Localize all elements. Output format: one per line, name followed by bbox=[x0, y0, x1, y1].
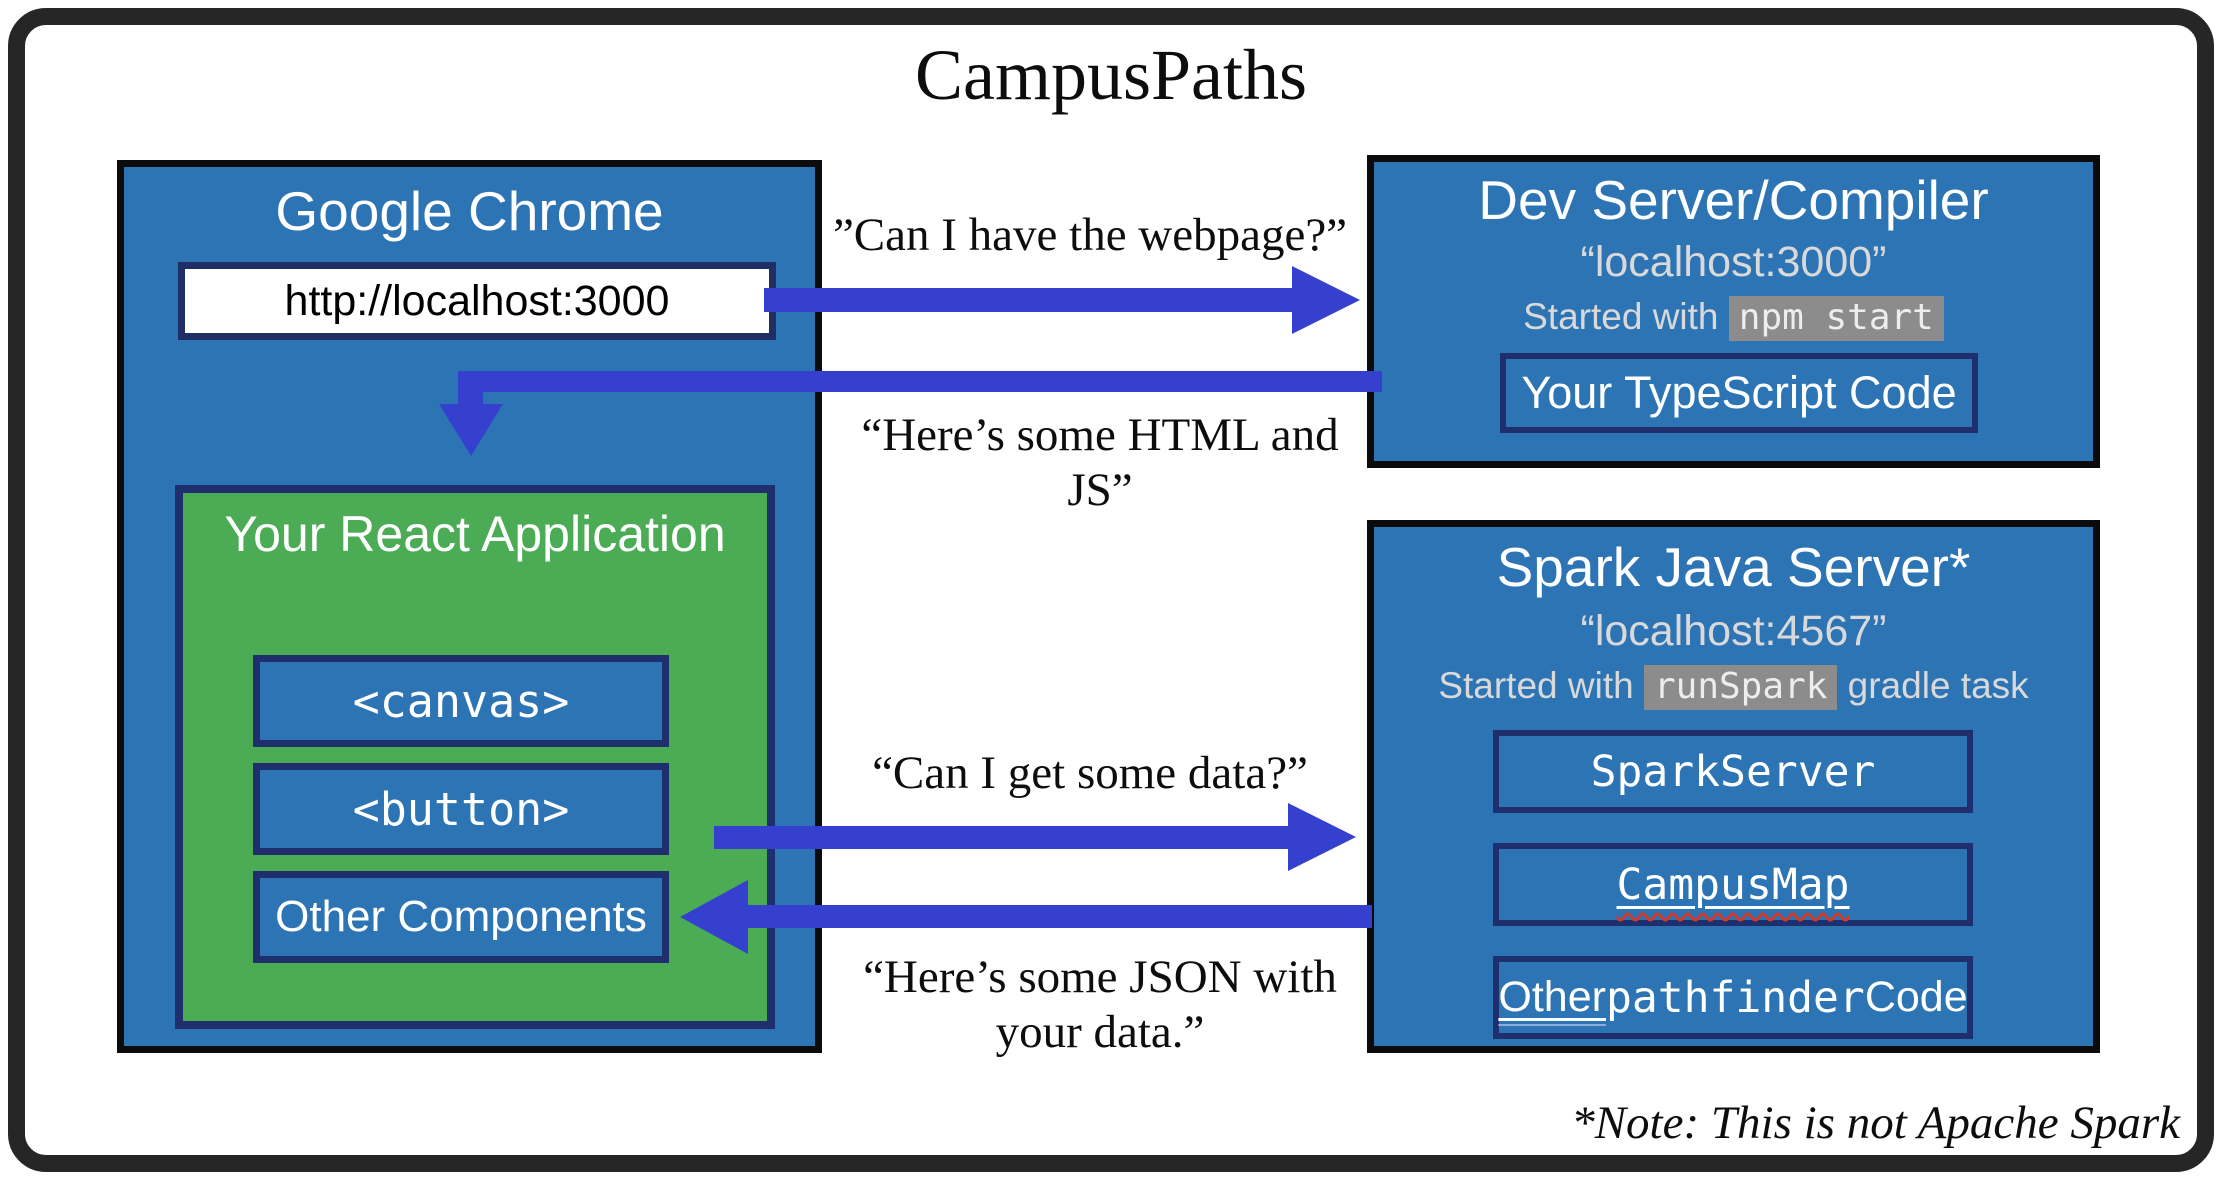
other-underline: Other bbox=[1498, 973, 1606, 1022]
dev-server-title: Dev Server/Compiler bbox=[1478, 169, 1989, 231]
spark-started-prefix: Started with bbox=[1438, 665, 1644, 706]
other-components-label: Other Components bbox=[275, 892, 647, 941]
pathfinder-word: pathfinder bbox=[1605, 972, 1865, 1023]
response-page-arrow-stem bbox=[458, 371, 483, 407]
runspark-command: runSpark bbox=[1643, 665, 1838, 710]
response-data-line2: your data.” bbox=[995, 1005, 1205, 1058]
dev-server-started-line: Started with npm start bbox=[1374, 296, 2093, 341]
response-data-line1: “Here’s some JSON with bbox=[863, 951, 1337, 1003]
response-page-message: “Here’s some HTML and JS” bbox=[830, 408, 1370, 517]
request-page-arrowhead-icon bbox=[1292, 266, 1360, 334]
spark-server-box: Spark Java Server* “localhost:4567” Star… bbox=[1367, 520, 2100, 1053]
request-data-arrowhead-icon bbox=[1288, 803, 1356, 871]
response-data-arrowhead-icon bbox=[680, 880, 748, 954]
typescript-code-label: Your TypeScript Code bbox=[1521, 367, 1957, 418]
outer-frame bbox=[8, 8, 2214, 1172]
react-application-box: Your React Application <canvas> <button>… bbox=[175, 485, 775, 1029]
canvas-component-label: <canvas> bbox=[352, 674, 570, 728]
other-word: Other bbox=[1498, 973, 1606, 1021]
response-page-arrow-bar bbox=[468, 371, 1382, 392]
url-bar[interactable]: http://localhost:3000 bbox=[178, 262, 776, 340]
dev-server-host: “localhost:3000” bbox=[1580, 238, 1887, 286]
campusmap-class-box: CampusMap bbox=[1493, 843, 1973, 926]
spark-started-suffix: gradle task bbox=[1837, 665, 2029, 706]
canvas-component-box: <canvas> bbox=[253, 655, 669, 747]
response-page-line2: JS” bbox=[1067, 463, 1133, 516]
button-component-box[interactable]: <button> bbox=[253, 763, 669, 855]
response-page-arrowhead-icon bbox=[439, 404, 503, 456]
response-data-arrow-bar bbox=[746, 905, 1372, 928]
spark-server-title: Spark Java Server* bbox=[1496, 536, 1971, 598]
request-page-arrow-bar bbox=[764, 288, 1292, 312]
code-word: Code bbox=[1864, 973, 1968, 1021]
google-chrome-box: Google Chrome http://localhost:3000 Your… bbox=[117, 160, 822, 1053]
other-components-box: Other Components bbox=[253, 871, 669, 963]
response-page-line1: “Here’s some HTML and bbox=[861, 409, 1339, 461]
diagram-title: CampusPaths bbox=[914, 35, 1308, 115]
spark-server-started-line: Started with runSpark gradle task bbox=[1374, 665, 2093, 710]
sparkserver-class-label: SparkServer bbox=[1590, 746, 1876, 797]
react-application-title: Your React Application bbox=[224, 506, 726, 562]
request-data-arrow-bar bbox=[714, 826, 1288, 849]
url-text: http://localhost:3000 bbox=[284, 276, 670, 325]
spark-server-host: “localhost:4567” bbox=[1580, 607, 1887, 655]
pathfinder-code-box: Other pathfinder Code bbox=[1493, 956, 1973, 1039]
apache-spark-note: *Note: This is not Apache Spark bbox=[1571, 1097, 2180, 1149]
typescript-code-box: Your TypeScript Code bbox=[1500, 353, 1978, 433]
dev-started-prefix: Started with bbox=[1523, 296, 1729, 337]
campusmap-squiggle: CampusMap bbox=[1617, 860, 1850, 910]
npm-start-command: npm start bbox=[1728, 296, 1944, 341]
button-component-label: <button> bbox=[352, 782, 570, 836]
request-page-message: ”Can I have the webpage?” bbox=[832, 209, 1348, 261]
dev-server-box: Dev Server/Compiler “localhost:3000” Sta… bbox=[1367, 155, 2100, 468]
sparkserver-class-box: SparkServer bbox=[1493, 730, 1973, 813]
google-chrome-title: Google Chrome bbox=[275, 180, 664, 242]
response-data-message: “Here’s some JSON with your data.” bbox=[830, 950, 1370, 1059]
request-data-message: “Can I get some data?” bbox=[872, 747, 1308, 799]
campusmap-class-label: CampusMap bbox=[1616, 859, 1850, 910]
